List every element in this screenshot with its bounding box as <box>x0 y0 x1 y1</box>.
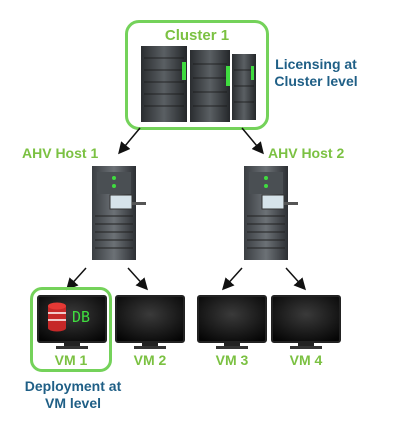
arrow-icon <box>65 267 87 291</box>
arrow-icon <box>118 127 141 155</box>
licensing-annotation: Licensing at Cluster level <box>270 56 362 90</box>
cluster-box <box>125 20 269 130</box>
cluster-label: Cluster 1 <box>164 27 230 44</box>
server-rack-icon <box>141 46 256 122</box>
deployment-annotation: Deployment at VM level <box>18 378 128 412</box>
host-1-label: AHV Host 1 <box>22 145 99 161</box>
licensing-line-1: Licensing at <box>275 56 357 72</box>
vm-1-highlight-box <box>30 287 112 372</box>
database-icon <box>48 302 66 332</box>
host-2-label: AHV Host 2 <box>268 145 345 161</box>
monitor-icon <box>271 295 341 349</box>
vm-4-label: VM 4 <box>289 352 323 368</box>
arrow-icon <box>221 267 243 291</box>
monitor-icon <box>115 295 185 349</box>
vm-1-label: VM 1 <box>54 352 88 368</box>
vm-2-label: VM 2 <box>133 352 167 368</box>
vm-3-label: VM 3 <box>215 352 249 368</box>
arrow-icon <box>285 267 307 291</box>
monitor-icon <box>197 295 267 349</box>
host-tower-icon <box>92 166 146 260</box>
arrow-icon <box>241 127 264 155</box>
deployment-line-2: VM level <box>44 395 102 411</box>
host-tower-icon <box>244 166 298 260</box>
vm-1-screen-text: DB <box>72 308 91 326</box>
deployment-line-1: Deployment at <box>24 378 122 394</box>
arrow-icon <box>127 267 149 291</box>
licensing-line-2: Cluster level <box>274 73 358 89</box>
